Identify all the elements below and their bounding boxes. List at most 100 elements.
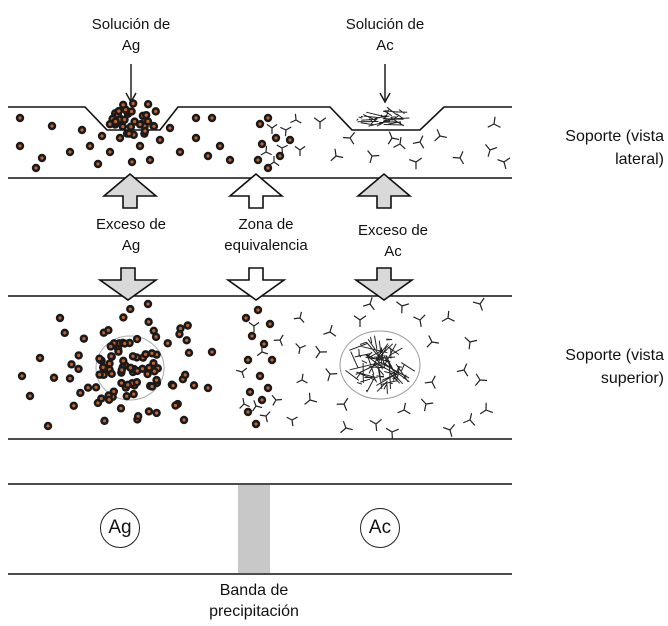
antigen-particle-core (138, 144, 142, 148)
top-view-support (8, 295, 512, 440)
antigen-particle-core (154, 378, 159, 382)
antigen-particle-core (132, 392, 136, 396)
antigen-particle-core (183, 373, 187, 377)
antibody-particle (385, 427, 399, 440)
antigen-particle-core (147, 366, 151, 370)
antigen-particle-core (152, 369, 156, 373)
antigen-particle-core (155, 411, 159, 415)
antigen-particle-core (97, 357, 102, 361)
antigen-particle-core (128, 307, 132, 311)
antibody-particle (484, 143, 498, 157)
chain-antigen-core (270, 358, 274, 362)
chain-antibody (273, 334, 284, 346)
antigen-particle-core (140, 367, 145, 371)
antibody-particle (340, 420, 353, 434)
antigen-particle-core (146, 302, 150, 306)
antigen-particle-core (108, 150, 112, 154)
antibody-particle (442, 424, 456, 437)
antigen-particle-core (147, 409, 151, 414)
band-line1: Banda de (219, 582, 289, 599)
antibody-particle (441, 310, 455, 322)
antigen-particle-core (173, 403, 178, 408)
antibody-particle (464, 336, 478, 350)
antigen-particle-core (135, 337, 139, 341)
antigen-particle-core (187, 351, 191, 355)
antibody-particle (474, 373, 488, 387)
chain-antibody (260, 145, 272, 156)
antigen-particle-core (145, 372, 150, 376)
antibody-particle (304, 392, 318, 405)
chain-antigen-core (268, 322, 272, 326)
precipitation-band (238, 485, 270, 573)
antigen-particle-core (144, 113, 148, 117)
antigen-particle-core (18, 144, 22, 148)
antigen-particle-core (18, 116, 22, 120)
antigen-particle-core (76, 367, 81, 371)
antigen-particle-core (58, 316, 62, 320)
antigen-particle-core (52, 376, 56, 380)
antigen-particle-core (113, 120, 118, 124)
antigen-particle-core (82, 337, 86, 341)
chain-antibody (256, 345, 269, 357)
antigen-particle-core (121, 124, 125, 129)
antigen-particle-core (130, 160, 134, 164)
antigen-particle-core (154, 109, 158, 113)
antigen-particle-core (152, 329, 156, 333)
antigen-particle-core (182, 418, 186, 422)
antibody-particle (330, 148, 344, 162)
antigen-particle-core (210, 350, 214, 354)
antigen-particle-core (192, 383, 196, 387)
chain-antigen-core (256, 158, 260, 162)
antibody-particle (396, 301, 410, 314)
chain-antibody (294, 145, 306, 156)
antigen-particle-core (146, 102, 150, 106)
chain-antigen-core (246, 410, 250, 414)
antibody-particle (367, 150, 380, 164)
antibody-particle (424, 375, 436, 389)
antibody-particle (408, 157, 423, 170)
antibody-particle (336, 397, 349, 411)
result-strip (8, 483, 512, 575)
chain-antigen-core (256, 308, 260, 312)
ag-solution-label: Solución de Ag (76, 14, 186, 56)
excess-ac-line1: Exceso de (357, 222, 429, 239)
ag-solution-line1: Solución de (91, 16, 171, 33)
antigen-particle-core (127, 132, 131, 136)
antigen-particle-core (143, 352, 148, 356)
chain-antibody (236, 367, 248, 379)
antibody-particle (463, 413, 476, 426)
antigen-particle-core (129, 109, 134, 114)
chain-antigen-core (258, 122, 262, 126)
chain-antigen-core (250, 334, 254, 338)
down-arrow-ag (97, 267, 159, 301)
ac-circle-label: Ac (360, 508, 400, 548)
ac-solution-line1: Solución de (345, 16, 425, 33)
antigen-particle-core (123, 341, 127, 346)
antigen-particle-core (177, 332, 182, 336)
antigen-particle-core (185, 338, 189, 342)
antigen-particle-core (72, 404, 76, 408)
antigen-particle-core (101, 365, 105, 369)
chain-antibody (252, 400, 263, 412)
up-arrow-ac (355, 172, 413, 209)
antibody-particle (369, 418, 382, 432)
antigen-particle-core (151, 361, 156, 365)
antibody-particle (479, 402, 494, 415)
antigen-particle-core (40, 156, 44, 160)
chain-antibody (293, 311, 305, 323)
antigen-particle-core (107, 361, 112, 366)
equivalence-line1: Zona de (238, 216, 294, 233)
antibody-particle (353, 315, 367, 327)
ac-injection-arrowhead (379, 92, 391, 104)
chain-antigen-core (246, 358, 250, 362)
up-arrow-equivalence (227, 172, 285, 209)
injection-arrows (125, 64, 391, 104)
antigen-particle-core (94, 385, 98, 389)
side-view-label: Soporte (vista lateral) (520, 125, 664, 171)
ac-solution-line2: Ac (376, 37, 394, 54)
ag-circle-label: Ag (100, 508, 140, 548)
antigen-particle-core (171, 383, 175, 388)
antigen-particle-core (117, 109, 121, 113)
antigen-particle-core (80, 128, 84, 132)
side-view-top-edge (8, 106, 512, 131)
